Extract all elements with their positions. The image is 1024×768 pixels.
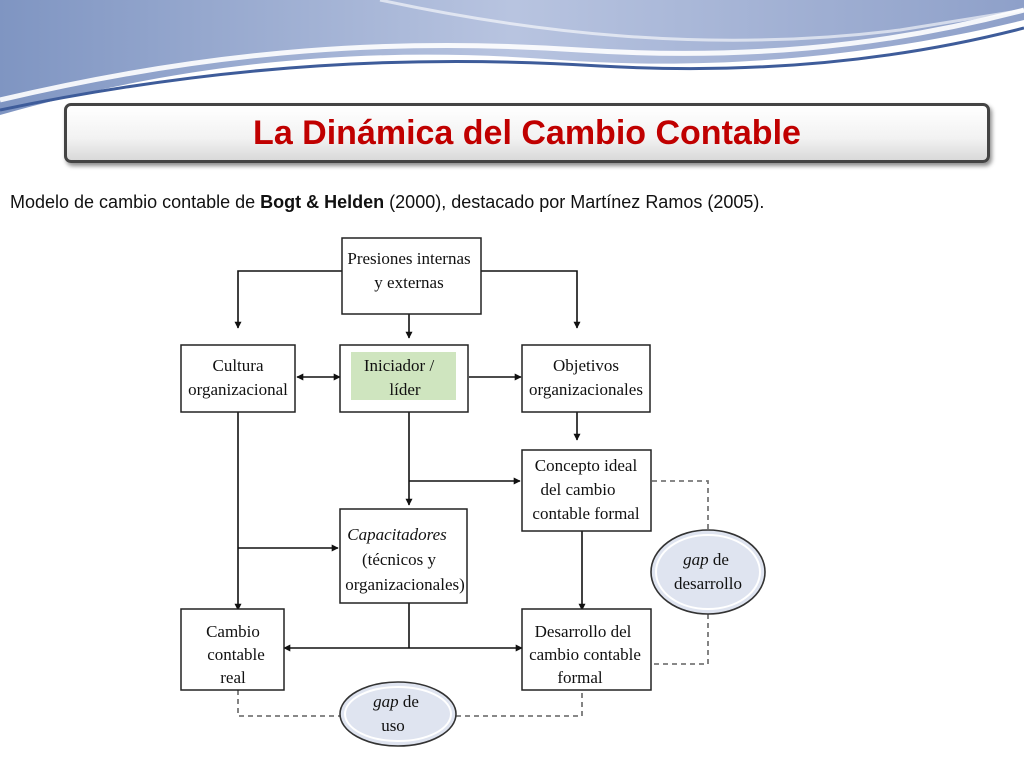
node-desarrollo-box xyxy=(521,608,652,691)
gap-dashed-links xyxy=(237,480,709,717)
gap-uso-ellipse xyxy=(339,681,457,747)
arrow-presiones-to-objetivos xyxy=(481,270,581,329)
node-objetivos-line-2: organizacionales xyxy=(529,380,643,399)
node-cultura-line-2: organizacional xyxy=(188,380,288,399)
node-concepto-box xyxy=(521,449,652,532)
node-concepto-line-2: del cambio xyxy=(540,480,615,499)
gap-desarrollo-line-1: gap de xyxy=(683,550,729,569)
node-iniciador-line-2: líder xyxy=(389,380,420,399)
node-cambio-real-line-1: Cambio xyxy=(206,622,260,641)
node-objetivos-box xyxy=(521,344,651,413)
subtitle-authors: Bogt & Helden xyxy=(260,192,385,212)
node-desarrollo-line-2: cambio contable xyxy=(529,645,641,664)
node-concepto-line-3: contable formal xyxy=(532,504,639,523)
gap-desarrollo-inner xyxy=(655,534,761,610)
connectors xyxy=(234,270,586,652)
subtitle-suffix: (2000), destacado por Martínez Ramos (20… xyxy=(384,192,765,212)
iniciador-highlight xyxy=(351,352,456,400)
node-cambio-real-box xyxy=(180,608,285,691)
dashed-gap-desarrollo-desarrollo xyxy=(652,614,709,665)
gap-uso-line-1: gap de xyxy=(373,692,419,711)
node-iniciador-line-1: Iniciador / xyxy=(364,356,435,375)
gap-desarrollo-line-2: desarrollo xyxy=(674,574,742,593)
subtitle-prefix: Modelo de cambio contable de xyxy=(10,192,261,212)
slide-subtitle: Modelo de cambio contable de Bogt & Held… xyxy=(10,192,764,213)
slide-title: La Dinámica del Cambio Contable xyxy=(253,113,801,152)
node-presiones-line-2: y externas xyxy=(374,273,443,292)
node-cambio-real-line-2: contable xyxy=(207,645,265,664)
node-concepto-line-1: Concepto ideal xyxy=(535,456,638,475)
node-presiones-line-1: Presiones internas xyxy=(347,249,470,268)
dashed-cambio-real-gap-uso xyxy=(237,690,340,717)
node-desarrollo-line-3: formal xyxy=(557,668,603,687)
gap-uso-line-2: uso xyxy=(381,716,405,735)
node-desarrollo-line-1: Desarrollo del xyxy=(535,622,632,641)
dashed-gap-uso-desarrollo xyxy=(456,690,583,717)
title-banner: La Dinámica del Cambio Contable xyxy=(64,103,990,163)
node-objetivos-line-1: Objetivos xyxy=(553,356,619,375)
node-capacitadores-line-1: Capacitadores xyxy=(347,525,447,544)
node-presiones-box xyxy=(341,237,482,315)
dashed-concepto-gap-desarrollo xyxy=(652,480,709,530)
decorative-wave-banner xyxy=(0,0,1024,115)
gap-desarrollo-ellipse xyxy=(650,529,766,615)
arrow-presiones-to-cultura xyxy=(234,270,342,329)
node-capacitadores-line-3: organizacionales) xyxy=(345,575,465,594)
gap-uso-inner xyxy=(344,686,452,742)
node-cultura-line-1: Cultura xyxy=(213,356,264,375)
node-capacitadores-line-2: (técnicos y xyxy=(362,550,437,569)
node-cultura-box xyxy=(180,344,296,413)
node-capacitadores-box xyxy=(339,508,468,604)
node-cambio-real-line-3: real xyxy=(220,668,246,687)
